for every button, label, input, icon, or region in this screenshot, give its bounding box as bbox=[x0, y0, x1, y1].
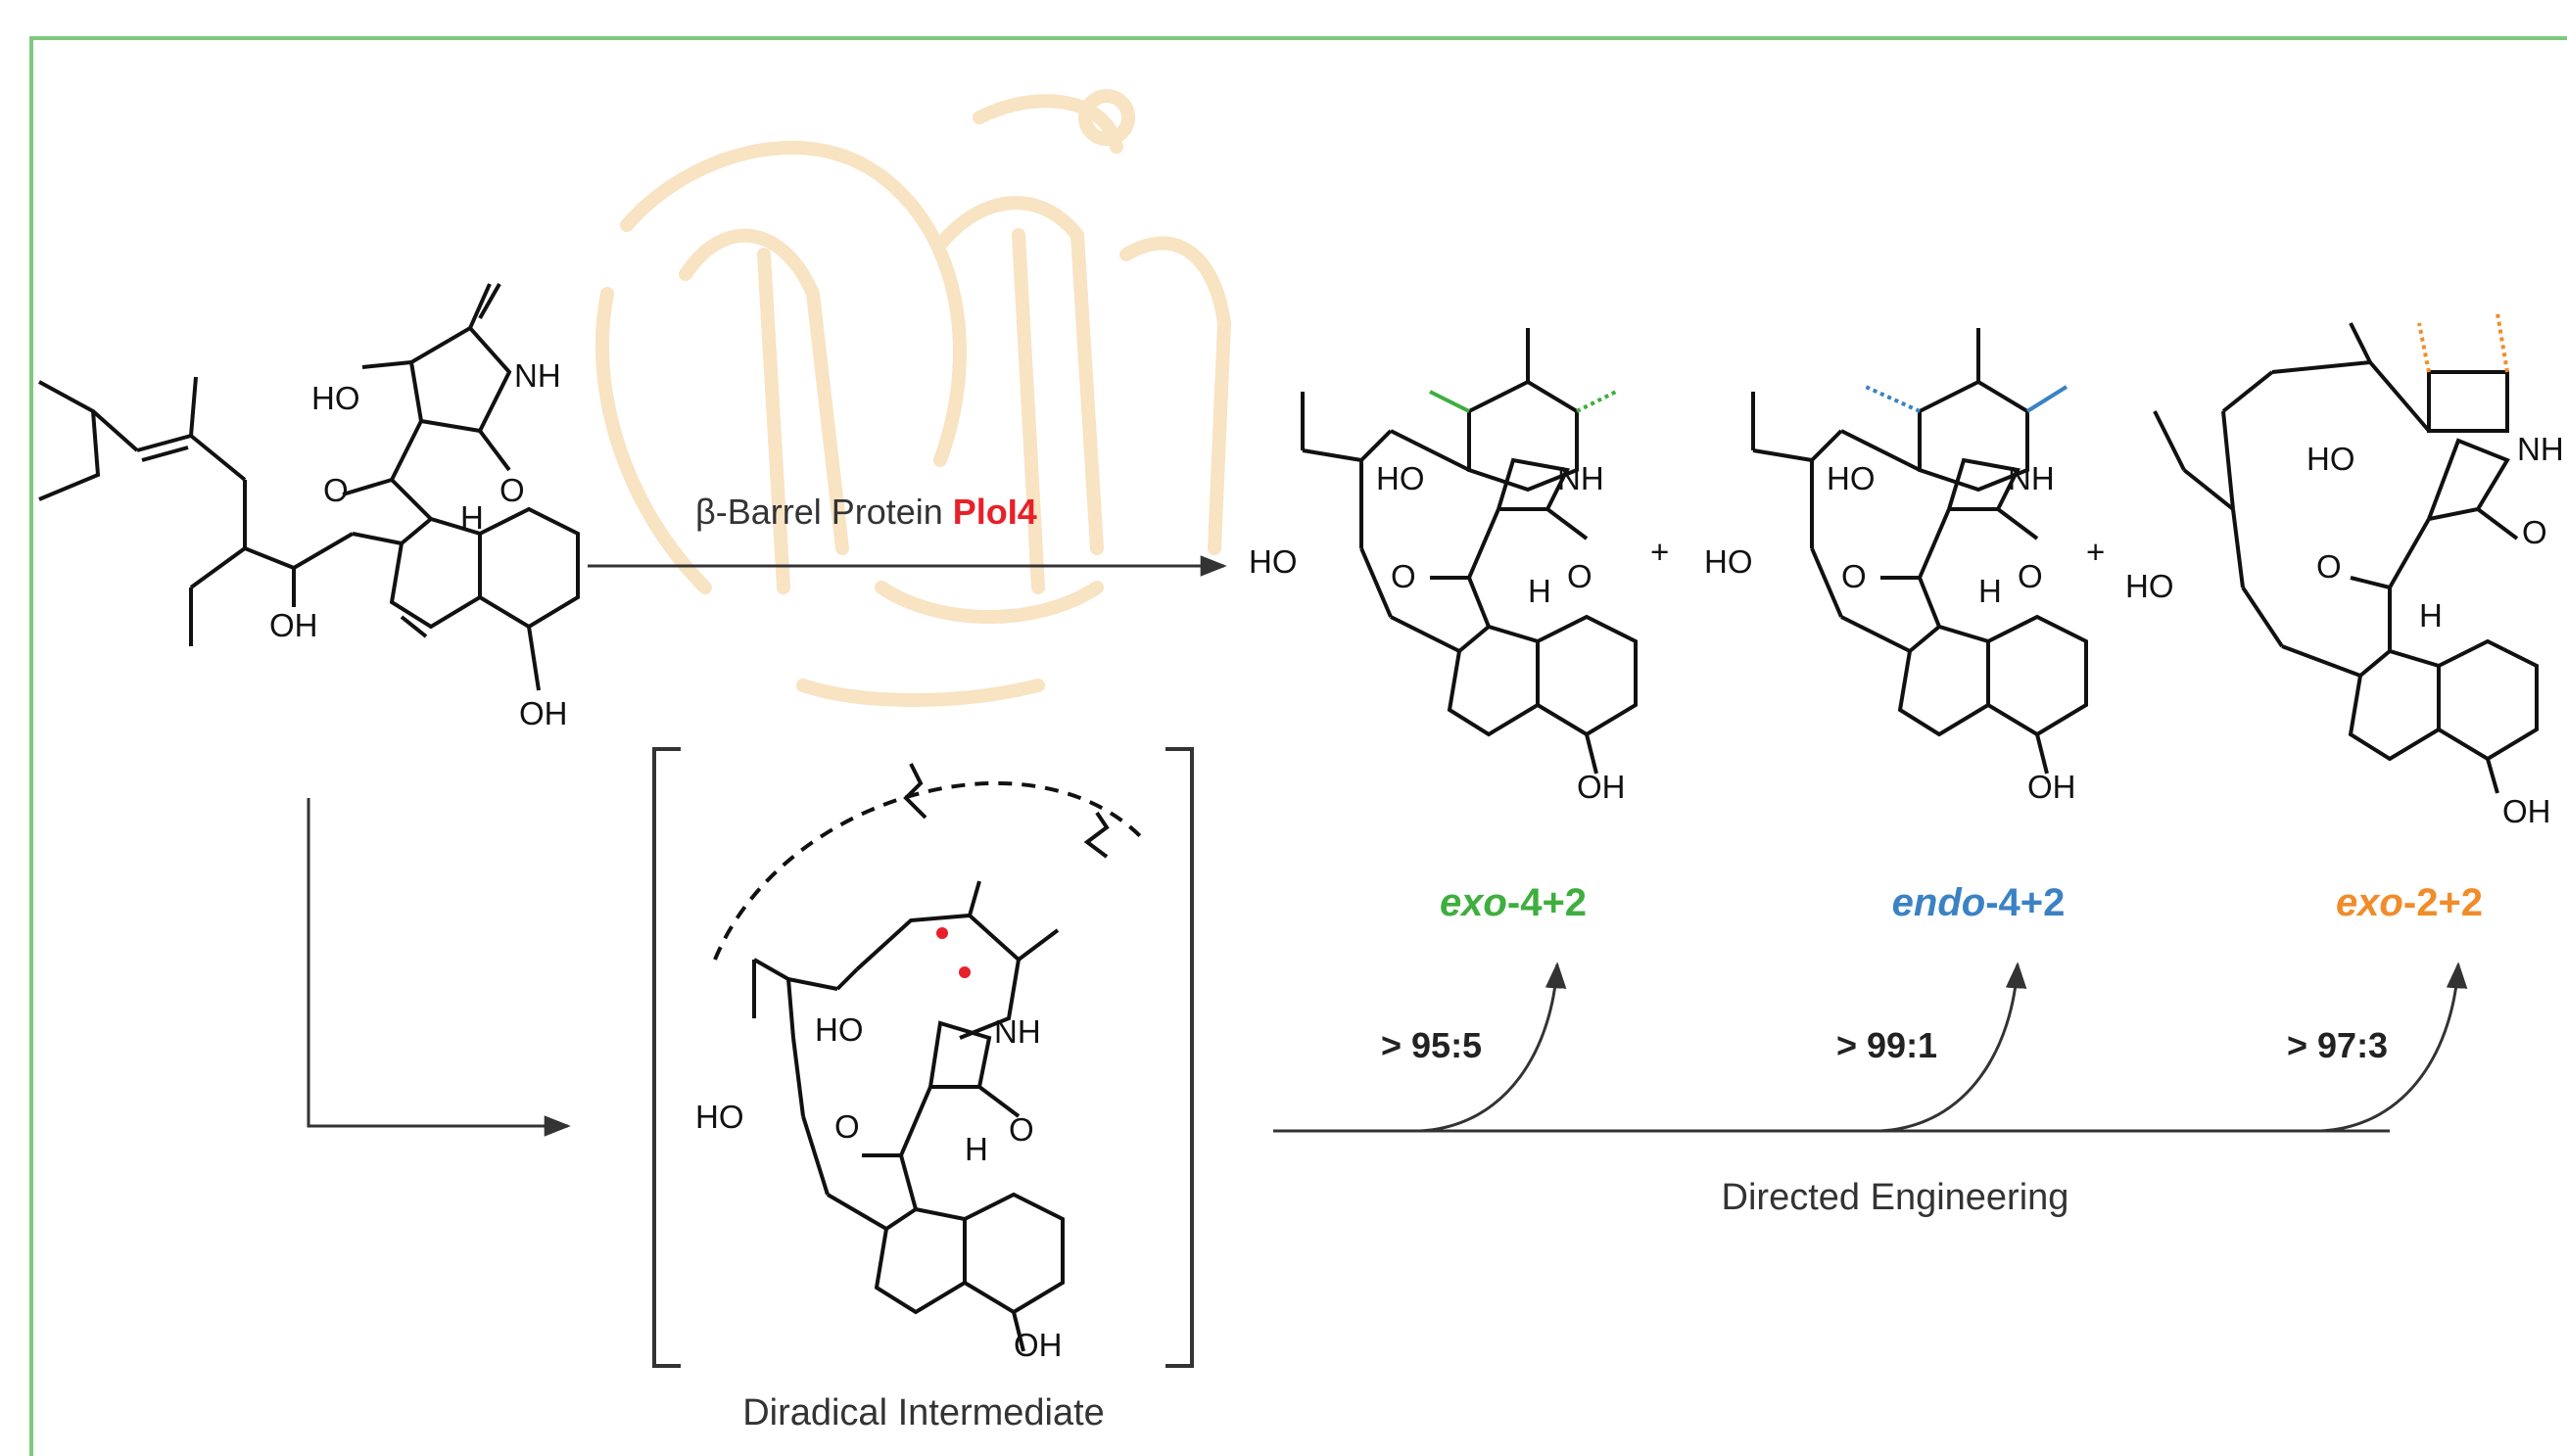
atom-h: H bbox=[2419, 597, 2443, 634]
atom-oh: OH bbox=[519, 695, 568, 731]
substrate-structure bbox=[38, 283, 580, 691]
ratio-endo-4-2: > 99:1 bbox=[1836, 1025, 1937, 1065]
atom-h: H bbox=[460, 499, 484, 536]
product-label-endo-4-2: endo-4+2 bbox=[1892, 881, 2066, 924]
atom-oh: OH bbox=[2502, 793, 2551, 829]
atom-ho: HO bbox=[1376, 460, 1425, 496]
ratio-exo-2-2: > 97:3 bbox=[2287, 1025, 2388, 1065]
intermediate-arrow bbox=[307, 798, 571, 1137]
product-endo-4-2-structure bbox=[1751, 328, 2088, 775]
atom-ho: HO bbox=[1827, 460, 1876, 496]
atom-ho: HO bbox=[2125, 568, 2174, 604]
atom-h: H bbox=[1978, 573, 2002, 609]
plus-sign: + bbox=[2086, 534, 2105, 570]
atom-nh: NH bbox=[1557, 460, 1604, 496]
substrate-labels: HO NH O O H OH OH bbox=[269, 357, 568, 731]
atom-o: O bbox=[834, 1108, 860, 1145]
atom-h: H bbox=[1528, 573, 1551, 609]
engineering-arrow-exo-4-2 bbox=[1419, 962, 1567, 1133]
atom-o: O bbox=[2018, 558, 2043, 594]
atom-nh: NH bbox=[2517, 431, 2564, 467]
product-endo-4-2-atoms: HO NH HO O O H OH bbox=[1704, 460, 2076, 805]
plus-sign: + bbox=[1650, 534, 1669, 570]
intermediate-bracket-left bbox=[652, 747, 681, 1368]
intermediate-labels: HO NH HO O O H OH bbox=[695, 1011, 1063, 1363]
atom-o: O bbox=[1567, 558, 1592, 594]
product-label-exo-2-2: exo-2+2 bbox=[2336, 881, 2483, 924]
atom-ho: HO bbox=[1704, 543, 1753, 580]
atom-o: O bbox=[499, 472, 525, 508]
atom-ho: HO bbox=[2306, 441, 2355, 477]
atom-nh: NH bbox=[2008, 460, 2055, 496]
atom-oh: OH bbox=[1577, 769, 1626, 805]
atom-nh: NH bbox=[994, 1013, 1041, 1050]
atom-nh: NH bbox=[514, 357, 561, 394]
atom-o: O bbox=[2522, 514, 2547, 550]
enzyme-label: β-Barrel Protein PloI4 bbox=[695, 492, 1037, 532]
atom-o: O bbox=[2316, 548, 2342, 585]
product-exo-4-2-atoms: HO NH HO O O H OH bbox=[1249, 460, 1626, 805]
radical-dot bbox=[959, 966, 971, 978]
atom-ho: HO bbox=[695, 1099, 744, 1135]
atom-oh: OH bbox=[2027, 769, 2076, 805]
engineering-label: Directed Engineering bbox=[1722, 1177, 2069, 1218]
atom-ho: HO bbox=[1249, 543, 1298, 580]
atom-h: H bbox=[965, 1131, 988, 1167]
intermediate-structure bbox=[713, 763, 1148, 1352]
beta-barrel-protein-image bbox=[594, 89, 1232, 707]
product-exo-4-2-structure bbox=[1301, 328, 1638, 775]
product-exo-2-2-structure bbox=[2153, 312, 2539, 794]
atom-o: O bbox=[1009, 1111, 1034, 1148]
engineering-arrow-exo-2-2 bbox=[2320, 962, 2468, 1133]
atom-oh: OH bbox=[1014, 1327, 1063, 1363]
ratio-exo-4-2: > 95:5 bbox=[1381, 1025, 1482, 1065]
intermediate-bracket-right bbox=[1165, 747, 1194, 1368]
atom-o: O bbox=[323, 472, 349, 508]
product-label-exo-4-2: exo-4+2 bbox=[1440, 881, 1587, 924]
product-exo-2-2-atoms: HO NH HO O O H OH bbox=[2125, 431, 2564, 829]
atom-ho: HO bbox=[815, 1011, 864, 1048]
intermediate-label: Diradical Intermediate bbox=[742, 1392, 1105, 1433]
atom-ho: HO bbox=[311, 380, 360, 416]
figure-frame bbox=[29, 36, 2567, 1456]
atom-o: O bbox=[1841, 558, 1867, 594]
atom-oh: OH bbox=[269, 607, 318, 643]
atom-o: O bbox=[1391, 558, 1416, 594]
radical-dot bbox=[936, 927, 948, 939]
engineering-arrow-endo-4-2 bbox=[1879, 962, 2027, 1133]
enzyme-name: PloI4 bbox=[953, 492, 1037, 532]
